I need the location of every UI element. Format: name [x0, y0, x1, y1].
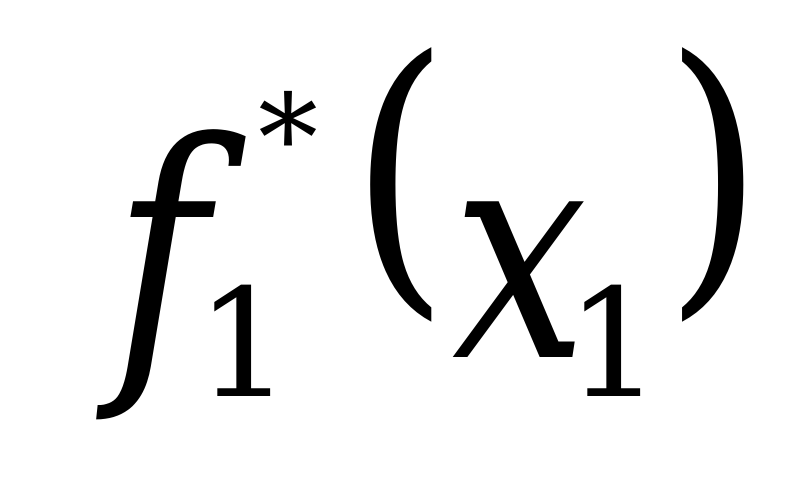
star-superscript: *	[258, 70, 318, 209]
open-parenthesis: (	[350, 0, 450, 346]
function-subscript: 1	[196, 258, 292, 432]
close-parenthesis: )	[664, 0, 764, 346]
variable-subscript: 1	[566, 258, 662, 432]
function-symbol: f	[112, 79, 208, 428]
variable-symbol: x	[452, 79, 588, 428]
